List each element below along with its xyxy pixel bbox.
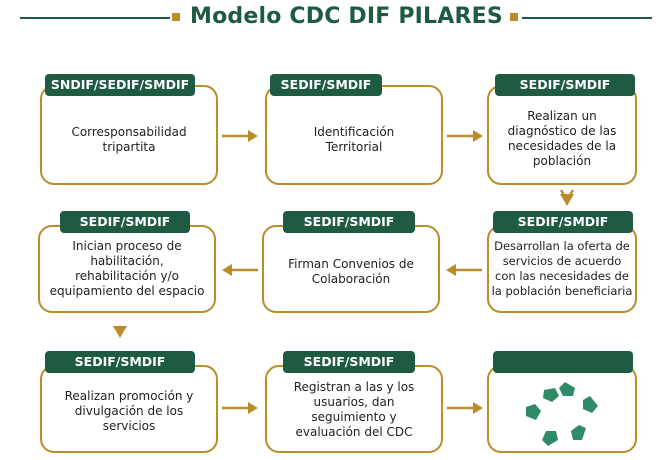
- step-box-6: Inician proceso de habilitación, rehabil…: [38, 225, 216, 313]
- step-label-1: SNDIF/SEDIF/SMDIF: [45, 74, 195, 96]
- arrow-step3-to-step4: [559, 189, 575, 206]
- step-box-8: Registran a las y los usuarios, dan segu…: [265, 365, 443, 453]
- arrow-step1-to-step2: [222, 130, 258, 142]
- step-label-7: SEDIF/SMDIF: [45, 351, 195, 373]
- step-label-5: SEDIF/SMDIF: [283, 211, 415, 233]
- step-box-4: Desarrollan la oferta de servicios de ac…: [487, 225, 637, 313]
- title-square-right: [510, 13, 518, 21]
- step-box-3: Realizan un diagnóstico de las necesidad…: [487, 85, 637, 185]
- arrow-step4-to-step5: [446, 264, 482, 276]
- step-text-8: Registran a las y los usuarios, dan segu…: [293, 380, 415, 439]
- step-label-2: SEDIF/SMDIF: [270, 74, 382, 96]
- arrow-step5-to-step6: [222, 264, 258, 276]
- step-text-2: Identificación Territorial: [313, 125, 395, 154]
- step-text-6: Inician proceso de habilitación, rehabil…: [49, 239, 205, 298]
- step-text-3: Realizan un diagnóstico de las necesidad…: [507, 109, 617, 168]
- title-bar: Modelo CDC DIF PILARES: [0, 0, 671, 36]
- step-label-8: SEDIF/SMDIF: [283, 351, 415, 373]
- step-label-3: SEDIF/SMDIF: [495, 74, 635, 96]
- arrow-step2-to-step3: [447, 130, 483, 142]
- step-text-7: Realizan promoción y divulgación de los …: [64, 389, 194, 433]
- step-label-6: SEDIF/SMDIF: [60, 211, 190, 233]
- step-text-1: Corresponsabilidad tripartita: [71, 125, 187, 154]
- arrow-step7-to-step8: [222, 402, 258, 414]
- step-box-2: Identificación Territorial: [265, 85, 443, 185]
- step-box-5: Firman Convenios de Colaboración: [262, 225, 440, 313]
- step-text-4: Desarrollan la oferta de servicios de ac…: [491, 239, 633, 298]
- step-label-9: [493, 351, 633, 373]
- step-text-5: Firman Convenios de Colaboración: [288, 257, 414, 286]
- step-box-7: Realizan promoción y divulgación de los …: [40, 365, 218, 453]
- hands-circle-icon: [526, 382, 598, 446]
- step-label-4: SEDIF/SMDIF: [493, 211, 633, 233]
- step-box-1: Corresponsabilidad tripartita: [40, 85, 218, 185]
- arrow-step6-to-step7: [113, 326, 127, 338]
- title-line-right: [522, 17, 652, 19]
- title-square-left: [172, 13, 180, 21]
- title-line-left: [20, 17, 170, 19]
- diagram-title: Modelo CDC DIF PILARES: [190, 4, 503, 29]
- arrow-step8-to-step9: [447, 402, 483, 414]
